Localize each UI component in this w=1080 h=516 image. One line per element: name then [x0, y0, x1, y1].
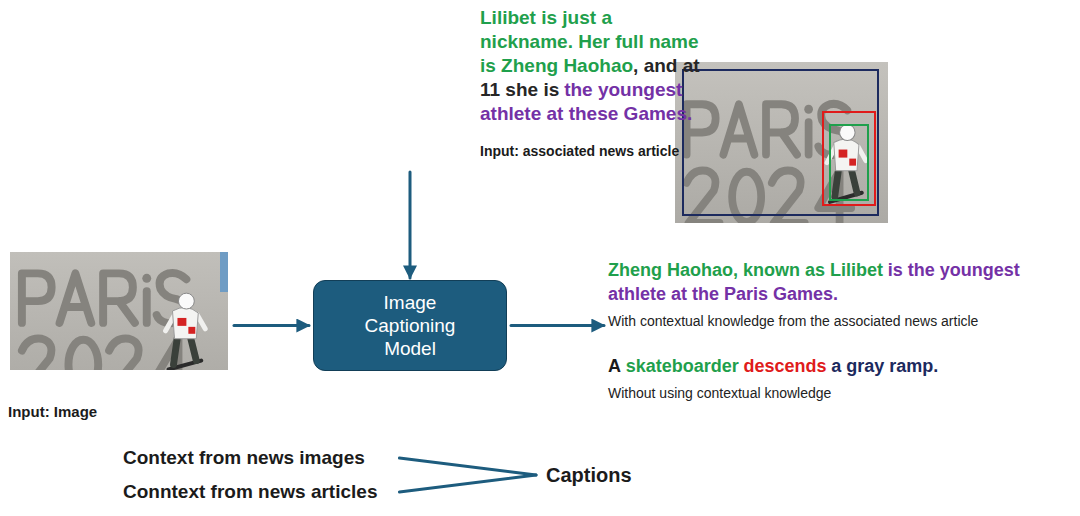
- article-quote-block: Lilibet is just a nickname. Her full nam…: [480, 6, 710, 126]
- model-label-block: Image Captioning Model: [351, 291, 469, 360]
- input-label: Input: associated news article: [480, 143, 679, 159]
- flow-arrow: [234, 324, 309, 327]
- plain-caption-block: Askateboarderdescendsa gray ramp.: [608, 354, 1070, 378]
- context-label-block: Context from news images: [123, 446, 365, 470]
- input-photo: [10, 232, 228, 395]
- output-photo: [675, 62, 888, 228]
- context-label: Context from news images: [123, 447, 365, 468]
- model-text-holder: Image Captioning Model: [351, 291, 469, 360]
- captions-label-block: Captions: [546, 462, 632, 488]
- person-box: [830, 125, 868, 200]
- flow-arrow: [409, 172, 412, 278]
- merge-line: [399, 458, 536, 475]
- input-label: Input: Image: [8, 403, 97, 420]
- input-label-block: Input: Image: [8, 402, 230, 421]
- context-source: Context from news images: [123, 446, 365, 470]
- plain-caption: descends: [743, 356, 826, 376]
- context-label: Conntext from news articles: [123, 481, 377, 502]
- article-node: Lilibet is just a nickname. Her full nam…: [480, 6, 710, 160]
- caption-note-block: With contextual knowledge from the assoc…: [608, 312, 1070, 330]
- plain-caption: a gray ramp.: [831, 356, 938, 376]
- input-image-node: Input: Image: [8, 250, 230, 421]
- input-label-block: Input: associated news article: [480, 142, 710, 160]
- model-label: Image Captioning Model: [365, 292, 456, 359]
- model-box: Image Captioning Model: [313, 280, 507, 371]
- image-spacer: [8, 250, 230, 402]
- action-box: [823, 112, 875, 205]
- context-caption-block: Zheng Haohao, known as Lilibetis the you…: [608, 258, 1070, 306]
- flow-arrow: [511, 324, 604, 327]
- caption-note: Without using contextual knowledge: [608, 385, 831, 401]
- context-caption: Zheng Haohao, known as Lilibet: [608, 260, 883, 280]
- merge-line: [399, 475, 536, 492]
- ramp-box: [683, 70, 878, 215]
- context-source: Conntext from news articles: [123, 480, 377, 504]
- captions-target: Captions: [546, 462, 632, 488]
- captions-label: Captions: [546, 464, 632, 486]
- caption-note-block: Without using contextual knowledge: [608, 384, 1070, 402]
- plain-caption: A: [608, 356, 621, 376]
- plain-caption: skateboarder: [626, 356, 739, 376]
- caption-output: Zheng Haohao, known as Lilibetis the you…: [608, 258, 1070, 402]
- context-label-block: Conntext from news articles: [123, 480, 377, 504]
- caption-note: With contextual knowledge from the assoc…: [608, 313, 978, 329]
